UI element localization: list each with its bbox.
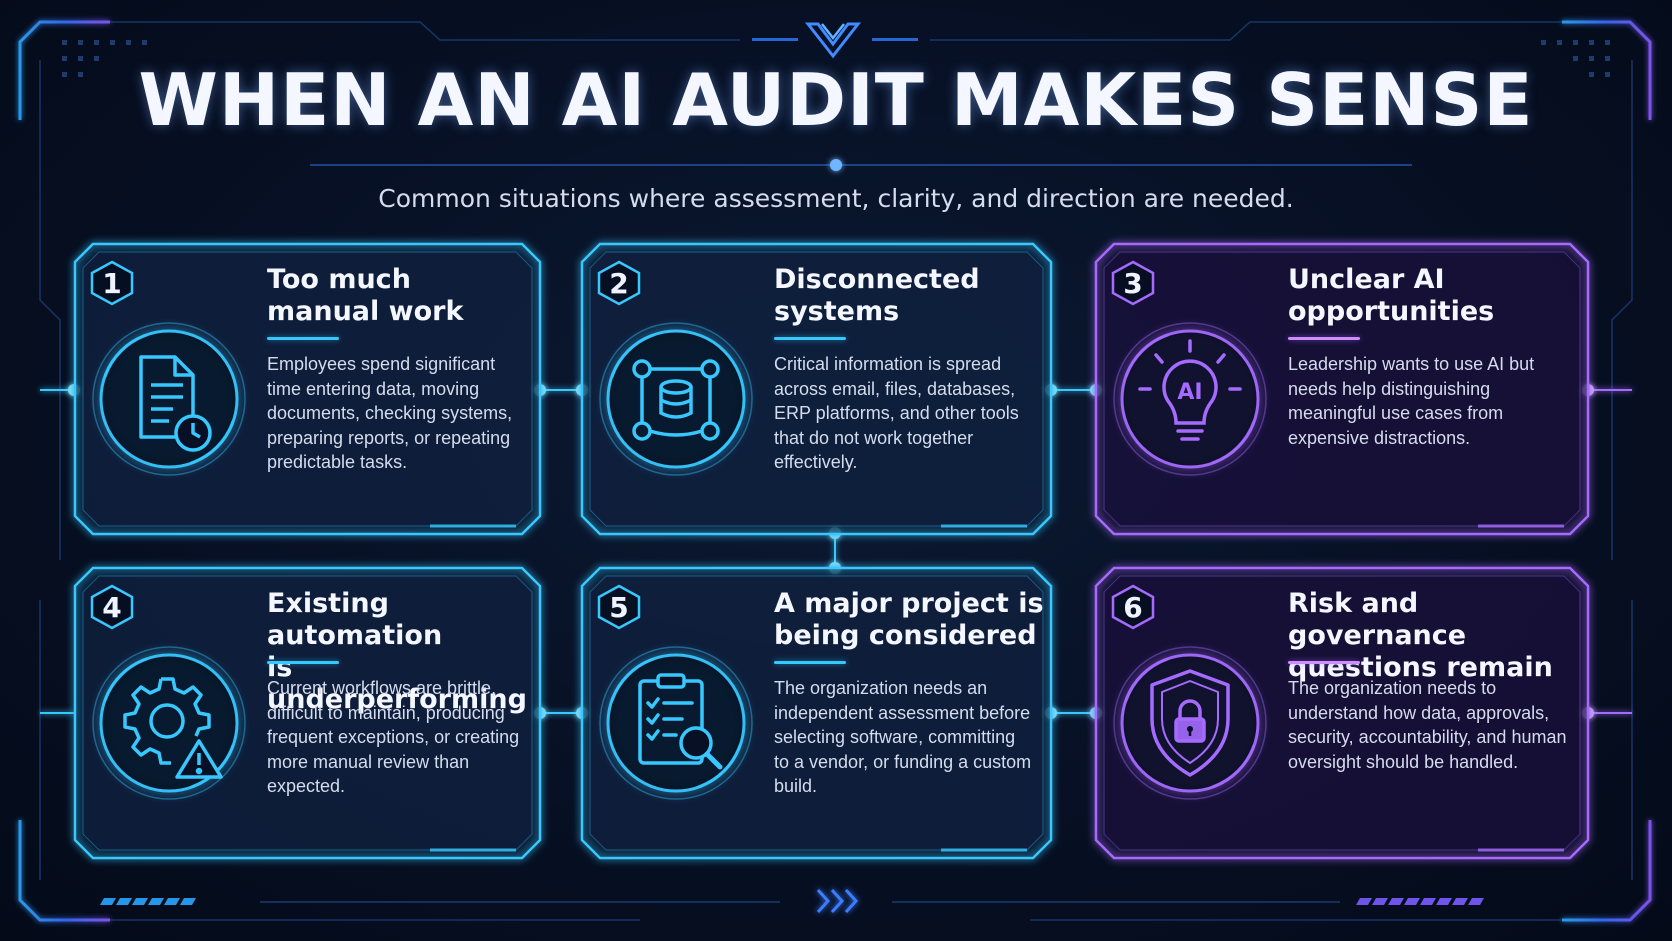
card-number-badge: 5 [596, 584, 642, 630]
card-number-badge: 3 [1110, 260, 1156, 306]
card-description: Leadership wants to use AI but needs hel… [1288, 354, 1535, 448]
document-clock-icon [89, 319, 249, 479]
card-title: Too much manual work [267, 264, 464, 327]
ai-lightbulb-icon: AI [1110, 319, 1270, 479]
page-subtitle: Common situations where assessment, clar… [378, 184, 1294, 213]
card-description: Employees spend significant time enterin… [267, 354, 513, 472]
ai-icon-label: AI [1177, 380, 1202, 405]
card-title: Risk and governance questions remain [1288, 588, 1553, 683]
card-title-underline [774, 661, 846, 664]
shield-lock-icon [1110, 643, 1270, 803]
logo-icon [804, 22, 862, 59]
card-title: A major project is being considered [774, 588, 1044, 651]
card-4: 4 Existing automation is underperforming… [73, 566, 542, 860]
card-title-underline [1288, 337, 1360, 340]
page-title: WHEN AN AI AUDIT MAKES SENSE [138, 58, 1534, 142]
card-title-underline [267, 661, 339, 664]
gear-warning-icon [89, 643, 249, 803]
card-title: Disconnected systems [774, 264, 980, 327]
card-description: The organization needs to understand how… [1288, 678, 1567, 772]
card-number-badge: 4 [89, 584, 135, 630]
card-description: Critical information is spread across em… [774, 354, 1019, 472]
connected-database-icon [596, 319, 756, 479]
card-title: Unclear AI opportunities [1288, 264, 1495, 327]
card-number-badge: 1 [89, 260, 135, 306]
chevrons-right-icon [816, 888, 859, 914]
card-title: Existing automation is underperforming [267, 588, 527, 715]
card-number-badge: 2 [596, 260, 642, 306]
card-number-badge: 6 [1110, 584, 1156, 630]
card-description: Current workflows are brittle, difficult… [267, 678, 520, 796]
card-description: The organization needs an independent as… [774, 678, 1032, 796]
card-title-underline [774, 337, 846, 340]
clipboard-search-icon [596, 643, 756, 803]
card-title-underline [1288, 661, 1360, 664]
card-title-underline [267, 337, 339, 340]
